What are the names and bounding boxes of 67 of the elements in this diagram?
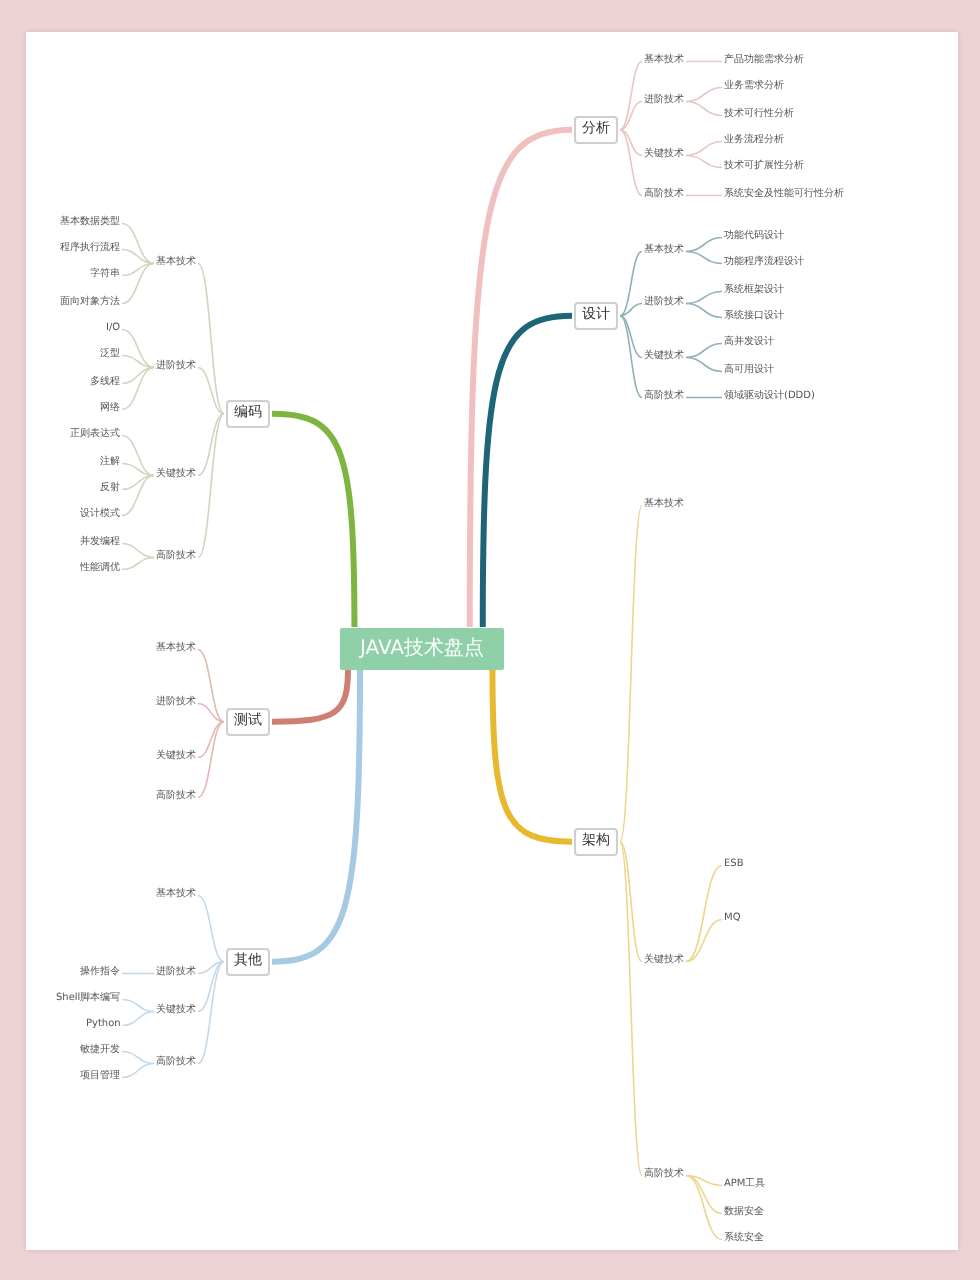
connector-line xyxy=(197,366,225,415)
connector-line xyxy=(197,720,225,759)
connector-line xyxy=(121,262,155,277)
connector-line xyxy=(685,1174,723,1215)
connector-line xyxy=(121,222,155,265)
connector-line xyxy=(121,328,155,369)
connector-line xyxy=(685,60,723,63)
connector-line xyxy=(121,434,155,477)
connector-line xyxy=(685,86,723,103)
connector-line xyxy=(197,960,225,1065)
connector-line xyxy=(685,918,723,963)
connector-line xyxy=(197,960,225,975)
connector-line xyxy=(685,342,723,359)
central-topic-box: JAVA技术盘点 xyxy=(340,627,505,669)
branch-curve xyxy=(479,312,573,627)
connector-line xyxy=(121,474,155,491)
connector-line xyxy=(685,864,723,963)
connector-line xyxy=(121,248,155,265)
connector-line xyxy=(685,302,723,319)
connector-line xyxy=(121,1062,155,1079)
connector-line xyxy=(619,100,643,131)
connector-line xyxy=(619,840,643,963)
connector-line xyxy=(685,396,723,399)
connector-line xyxy=(197,702,225,723)
connector-line xyxy=(197,648,225,723)
connector-line xyxy=(685,236,723,253)
connector-line xyxy=(685,1174,723,1241)
connector-line xyxy=(197,262,225,415)
connector-line xyxy=(197,412,225,477)
connector-line xyxy=(197,720,225,799)
connector-line xyxy=(121,1010,155,1027)
branch-curve xyxy=(271,668,351,725)
connector-line xyxy=(619,840,643,1177)
connector-line xyxy=(121,972,155,975)
connector-line xyxy=(619,250,643,317)
connector-line xyxy=(685,154,723,169)
connector-line xyxy=(121,262,155,305)
connector-line xyxy=(121,366,155,385)
connector-line xyxy=(619,314,643,399)
connector-line xyxy=(197,894,225,963)
connector-line xyxy=(619,314,643,359)
connector-line xyxy=(121,354,155,369)
branch-curve xyxy=(271,669,363,965)
branch-curve xyxy=(271,410,358,628)
branch-curve xyxy=(489,668,573,845)
connector-line xyxy=(121,474,155,517)
connector-line xyxy=(121,542,155,559)
connector-line xyxy=(685,290,723,305)
connector-line xyxy=(619,60,643,131)
branch-curve xyxy=(466,126,573,627)
connector-line xyxy=(121,366,155,411)
connector-line xyxy=(121,1050,155,1065)
connector-line xyxy=(121,998,155,1013)
connector-line xyxy=(685,140,723,157)
connector-line xyxy=(121,556,155,571)
connector-line xyxy=(121,462,155,477)
connector-line xyxy=(685,250,723,265)
connector-line xyxy=(685,1174,723,1187)
connector-line xyxy=(619,504,643,843)
connector-line xyxy=(619,128,643,197)
connector-line xyxy=(197,412,225,559)
connector-line xyxy=(197,960,225,1013)
connector-line xyxy=(685,100,723,117)
connector-line xyxy=(685,356,723,373)
connector-line xyxy=(619,128,643,157)
connector-line xyxy=(619,302,643,317)
connector-line xyxy=(685,194,723,197)
